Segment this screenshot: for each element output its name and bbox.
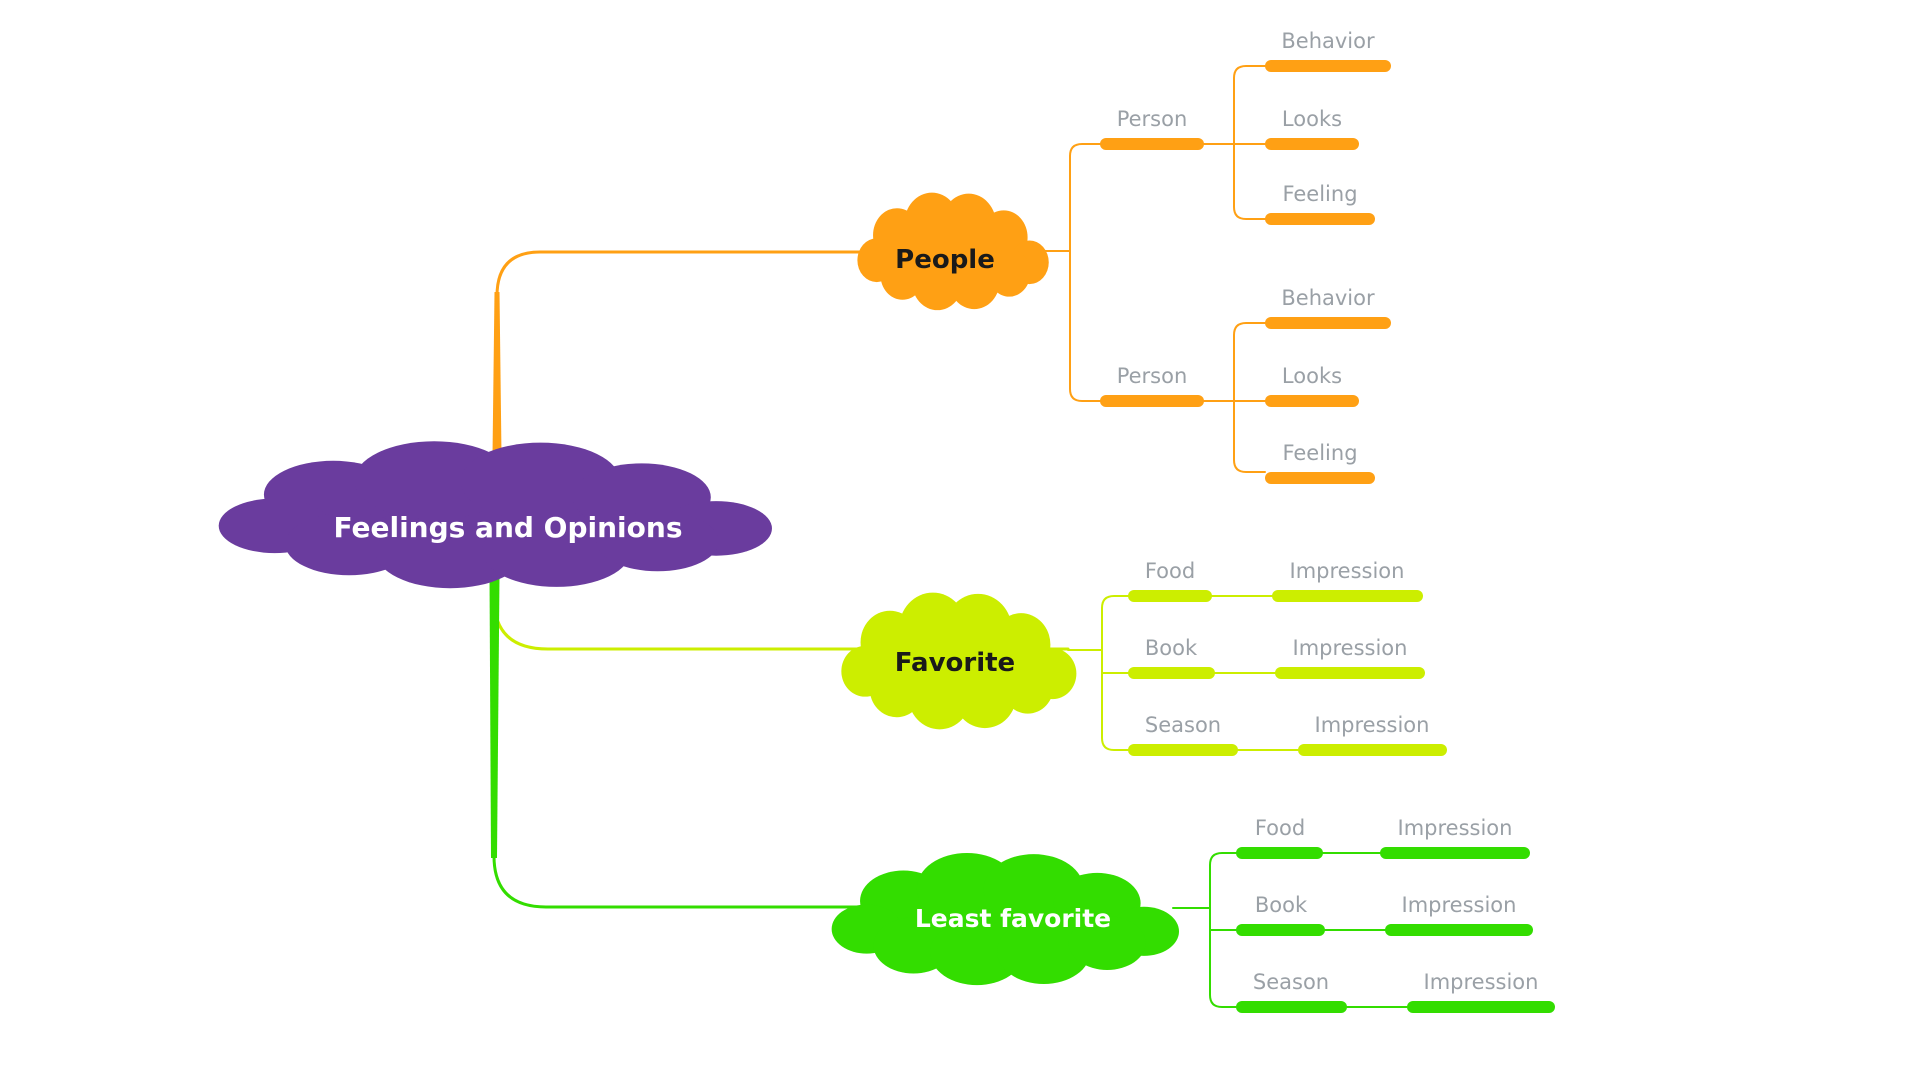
node-behavior-1-label[interactable]: Behavior — [1281, 29, 1375, 53]
node-feeling-2-label[interactable]: Feeling — [1282, 441, 1357, 465]
node-least-season-impression-bar[interactable] — [1407, 1001, 1555, 1013]
node-least-food-impression-bar[interactable] — [1380, 847, 1530, 859]
node-fav-season-impression-label[interactable]: Impression — [1315, 713, 1430, 737]
node-looks-1-bar[interactable] — [1265, 138, 1359, 150]
node-looks-1-label[interactable]: Looks — [1282, 107, 1342, 131]
connector-root-people — [495, 250, 882, 298]
node-least-season-impression-label[interactable]: Impression — [1424, 970, 1539, 994]
node-least-book-impression-label[interactable]: Impression — [1402, 893, 1517, 917]
node-least-food-label[interactable]: Food — [1255, 816, 1305, 840]
bracket-people-children — [1069, 143, 1101, 402]
node-fav-season-label[interactable]: Season — [1145, 713, 1221, 737]
node-least-season-bar[interactable] — [1236, 1001, 1347, 1013]
connector-root-least — [492, 854, 862, 909]
node-feeling-1-label[interactable]: Feeling — [1282, 182, 1357, 206]
node-fav-food-impression-bar[interactable] — [1272, 590, 1423, 602]
node-person-1-bar[interactable] — [1100, 138, 1204, 150]
node-fav-food-impression-label[interactable]: Impression — [1290, 559, 1405, 583]
people-shapes — [492, 60, 1391, 484]
node-fav-season-impression-bar[interactable] — [1298, 744, 1447, 756]
branch-favorite: Favorite Food Impression Book Impression… — [492, 559, 1447, 756]
least-connectors — [492, 852, 1408, 1008]
people-connectors — [495, 65, 1266, 473]
node-least-food-bar[interactable] — [1236, 847, 1323, 859]
node-least-book-impression-bar[interactable] — [1385, 924, 1533, 936]
node-feeling-2-bar[interactable] — [1265, 472, 1375, 484]
favorite-shapes — [841, 590, 1447, 756]
branch-least-favorite: Least favorite Food Impression Book Impr… — [489, 575, 1555, 1013]
branch-people: People Person Behavior Looks Feeling Per… — [492, 29, 1391, 484]
bracket-person2-children — [1233, 322, 1266, 473]
trunk-root-least — [489, 575, 500, 858]
node-person-2-bar[interactable] — [1100, 395, 1204, 407]
least-shapes — [489, 575, 1555, 1013]
node-fav-book-bar[interactable] — [1128, 667, 1215, 679]
node-least-favorite-label[interactable]: Least favorite — [915, 904, 1111, 933]
node-behavior-2-bar[interactable] — [1265, 317, 1391, 329]
node-least-season-label[interactable]: Season — [1253, 970, 1329, 994]
node-favorite-label[interactable]: Favorite — [895, 648, 1015, 678]
node-fav-book-label[interactable]: Book — [1145, 636, 1198, 660]
node-fav-food-label[interactable]: Food — [1145, 559, 1195, 583]
node-feeling-1-bar[interactable] — [1265, 213, 1375, 225]
node-people-label[interactable]: People — [895, 245, 995, 275]
node-fav-food-bar[interactable] — [1128, 590, 1212, 602]
node-person-2-label[interactable]: Person — [1117, 364, 1188, 388]
node-least-book-bar[interactable] — [1236, 924, 1325, 936]
node-least-book-label[interactable]: Book — [1255, 893, 1308, 917]
node-fav-book-impression-bar[interactable] — [1275, 667, 1425, 679]
node-behavior-1-bar[interactable] — [1265, 60, 1391, 72]
node-looks-2-bar[interactable] — [1265, 395, 1359, 407]
node-root-label[interactable]: Feelings and Opinions — [334, 511, 683, 544]
node-fav-season-bar[interactable] — [1128, 744, 1238, 756]
node-looks-2-label[interactable]: Looks — [1282, 364, 1342, 388]
node-person-1-label[interactable]: Person — [1117, 107, 1188, 131]
node-least-food-impression-label[interactable]: Impression — [1398, 816, 1513, 840]
trunk-root-people — [492, 292, 502, 455]
node-fav-book-impression-label[interactable]: Impression — [1293, 636, 1408, 660]
bracket-person1-children — [1233, 65, 1266, 220]
node-behavior-2-label[interactable]: Behavior — [1281, 286, 1375, 310]
node-root[interactable]: Feelings and Opinions — [218, 441, 772, 589]
